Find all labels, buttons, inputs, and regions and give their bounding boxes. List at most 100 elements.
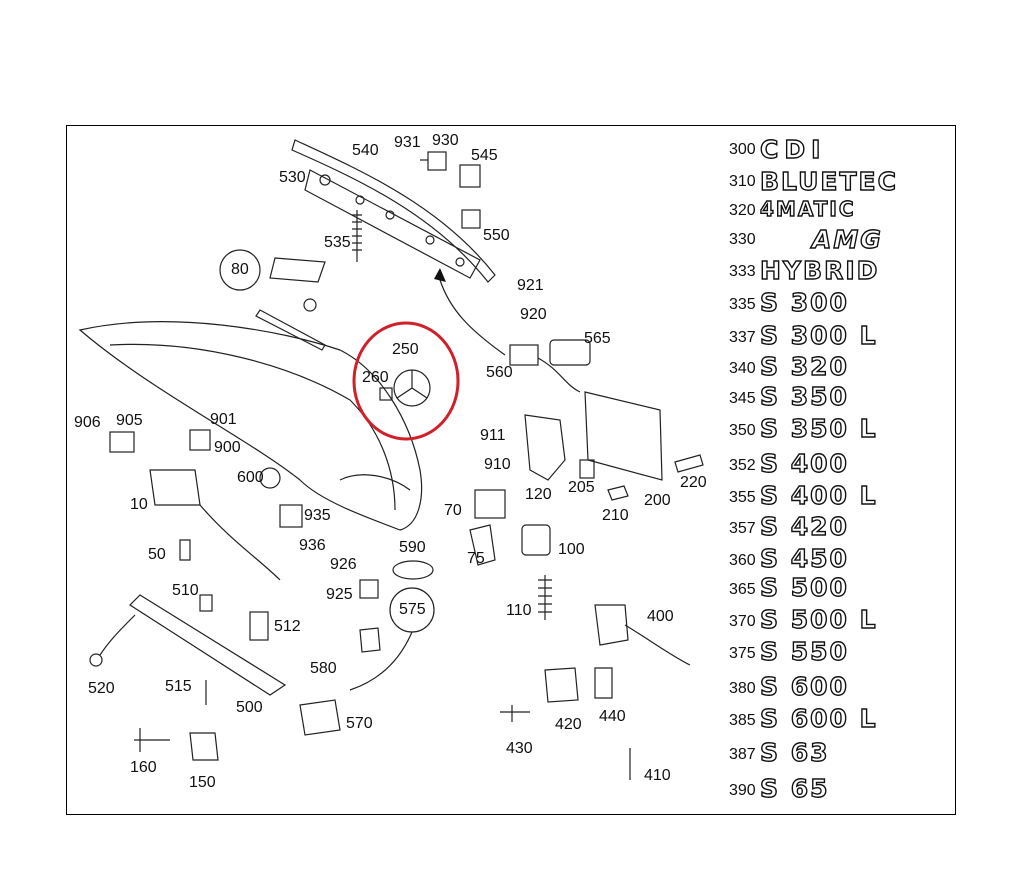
clip-930	[427, 151, 447, 171]
part-label: 910	[484, 456, 511, 473]
part-label: 550	[483, 227, 510, 244]
emblem-text: 4MATIC	[759, 197, 856, 221]
emblem-text: S 300 L	[759, 321, 878, 350]
part-label: 75	[467, 550, 485, 567]
actuator-100	[521, 524, 551, 556]
part-label: 530	[279, 169, 306, 186]
emblem-text: S 500 L	[759, 605, 878, 634]
cable-10	[199, 504, 281, 581]
latch-70	[474, 489, 506, 519]
part-label: 50	[148, 546, 166, 563]
emblem-text: S 65	[759, 774, 830, 803]
part-label: 205	[568, 479, 595, 496]
part-75	[469, 524, 496, 566]
part-label: 931	[394, 134, 421, 151]
trim-clip	[319, 174, 331, 186]
part-label: 900	[214, 439, 241, 456]
part-label: 512	[274, 618, 301, 635]
clip-550	[461, 209, 481, 229]
emblem-text: CDI	[759, 135, 827, 164]
part-label: 10	[130, 496, 148, 513]
emblem-number: 357	[729, 520, 756, 537]
part-label: 520	[88, 680, 115, 697]
lock-400	[594, 604, 629, 646]
emblem-text: S 550	[759, 637, 849, 666]
part-label: 565	[584, 330, 611, 347]
part-label: 100	[558, 541, 585, 558]
trim-strip	[291, 139, 496, 283]
part-label: 250	[392, 341, 419, 358]
clip-512	[249, 611, 269, 641]
part-label: 420	[555, 716, 582, 733]
part-label: 901	[210, 411, 237, 428]
part-label: 935	[304, 507, 331, 524]
emblem-number: 370	[729, 613, 756, 630]
part-label: 580	[310, 660, 337, 677]
part-label: 430	[506, 740, 533, 757]
emblem-text: S 350	[759, 382, 849, 411]
trunk-lid-outline	[78, 321, 423, 531]
emblem-text: S 420	[759, 512, 849, 541]
emblem-text: S 600	[759, 672, 849, 701]
emblem-text: S 600 L	[759, 704, 878, 733]
part-label: 920	[520, 306, 547, 323]
bolt-50	[179, 539, 191, 561]
part-label: 936	[299, 537, 326, 554]
switch-560	[509, 344, 539, 366]
clip-545	[459, 164, 481, 188]
badge-80-circle	[219, 249, 261, 291]
part-label: 570	[346, 715, 373, 732]
plate-200	[584, 391, 663, 481]
part-260	[379, 387, 393, 401]
camera-570	[299, 699, 341, 736]
clip-510	[199, 594, 213, 612]
emblem-text: S 320	[759, 352, 849, 381]
clip-925	[359, 579, 379, 599]
trim-bracket	[304, 169, 481, 279]
arrow-line	[439, 279, 506, 356]
emblem-number: 390	[729, 782, 756, 799]
part-label: 545	[471, 147, 498, 164]
part-210	[607, 485, 629, 501]
part-label: 560	[486, 364, 513, 381]
part-label: 540	[352, 142, 379, 159]
part-label: 906	[74, 414, 101, 431]
part-label: 110	[506, 602, 532, 619]
part-label: 590	[399, 539, 426, 556]
emblem-text: S 400 L	[759, 481, 878, 510]
emblem-text: S 500	[759, 573, 849, 602]
trunk-lid-line	[109, 343, 396, 511]
part-label: 600	[237, 469, 264, 486]
emblem-number: 300	[729, 141, 756, 158]
emblem-text: AMG	[811, 225, 883, 254]
emblem-number: 365	[729, 581, 756, 598]
diagram-frame	[66, 125, 956, 815]
part-label: 160	[130, 759, 157, 776]
part-label: 905	[116, 412, 143, 429]
clip-80	[303, 298, 317, 312]
part-label: 930	[432, 132, 459, 149]
spring-110	[538, 575, 552, 620]
part-label: 70	[444, 502, 462, 519]
strip-80	[255, 309, 326, 351]
light-565	[549, 339, 591, 366]
emblem-number: 310	[729, 173, 756, 190]
clip-905	[109, 431, 135, 453]
emblem-text: BLUETEC	[759, 167, 898, 196]
badge-575: 575	[399, 601, 426, 618]
part-label: 260	[362, 369, 389, 386]
bracket-420	[544, 667, 579, 703]
clip-520	[89, 653, 103, 667]
part-label: 925	[326, 586, 353, 603]
highlight-ring	[352, 321, 460, 441]
emblem-text: S 300	[759, 288, 849, 317]
emblem-number: 330	[729, 231, 756, 248]
bracket-440	[594, 667, 613, 699]
part-label: 400	[647, 608, 674, 625]
part-label: 515	[165, 678, 192, 695]
emblem-number: 387	[729, 746, 756, 763]
hinge-120	[524, 414, 566, 481]
screw-535	[352, 210, 362, 262]
emblem-text: S 400	[759, 449, 849, 478]
emblem-number: 352	[729, 457, 756, 474]
